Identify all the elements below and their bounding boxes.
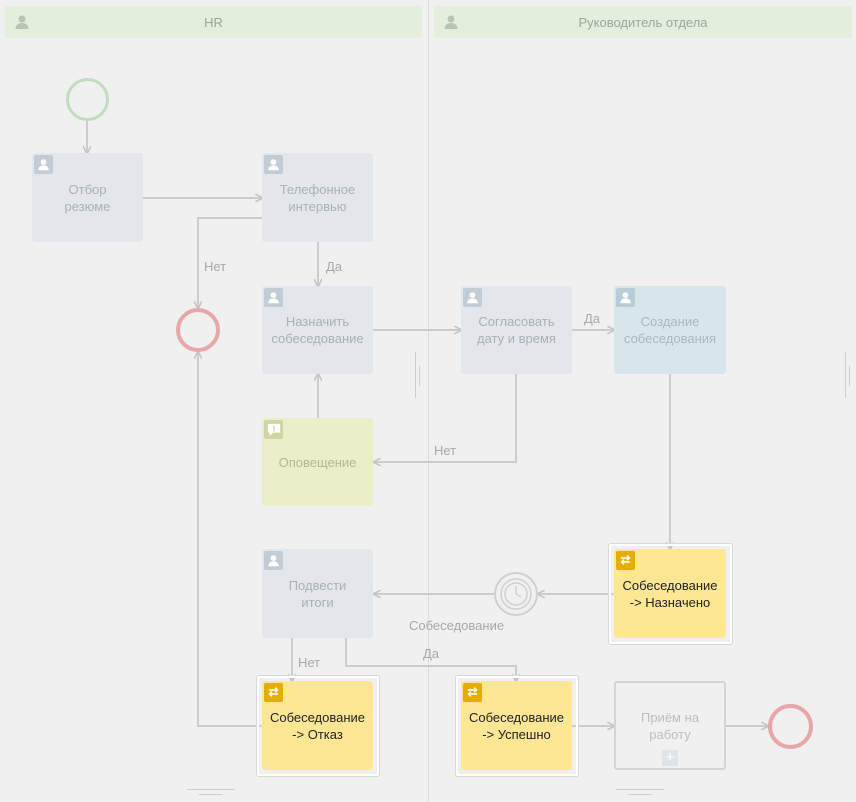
- task-resume[interactable]: Отбор резюме: [32, 153, 143, 242]
- user-icon: [34, 155, 53, 174]
- task-status-assigned[interactable]: ⇄ Собеседование -> Назначено: [614, 549, 726, 638]
- task-label: Согласовать дату и время: [477, 314, 556, 346]
- swap-icon: ⇄: [264, 683, 283, 702]
- end-event-hire[interactable]: [768, 704, 813, 749]
- task-label: Собеседование -> Успешно: [468, 709, 565, 742]
- subprocess-hire[interactable]: Приём на работу +: [614, 681, 726, 770]
- task-notification[interactable]: Оповещение: [262, 418, 373, 506]
- user-icon: [264, 155, 283, 174]
- task-label: Подвести итоги: [288, 577, 347, 610]
- lane-resize-handle[interactable]: [415, 352, 416, 398]
- flow-label-yes: Да: [423, 646, 440, 661]
- task-label: Собеседование -> Отказ: [269, 709, 366, 742]
- timer-label: Собеседование: [409, 618, 505, 633]
- swap-icon: ⇄: [616, 551, 635, 570]
- task-label: Телефонное интервью: [279, 181, 356, 214]
- lane-header-manager[interactable]: Руководитель отдела: [434, 6, 852, 38]
- alert-icon: [264, 420, 283, 439]
- end-event-reject[interactable]: [176, 308, 220, 352]
- selection-frame: [257, 676, 379, 776]
- task-label: Назначить собеседование: [271, 314, 364, 346]
- user-icon: [463, 288, 482, 307]
- lane-resize-handle[interactable]: [628, 794, 652, 795]
- flow-summary-success: [345, 638, 516, 681]
- lane-resize-handle[interactable]: [419, 366, 420, 386]
- clock-icon: [500, 578, 532, 610]
- task-label: Оповещение: [278, 454, 357, 470]
- task-phone-interview[interactable]: Телефонное интервью: [262, 153, 373, 242]
- flow-label-no: Нет: [434, 443, 457, 458]
- lane-resize-handle[interactable]: [199, 794, 223, 795]
- lane-resize-handle[interactable]: [616, 789, 664, 790]
- lane-title: HR: [204, 14, 223, 30]
- lane-resize-handle[interactable]: [187, 789, 235, 790]
- flow-label-yes: Да: [326, 259, 343, 274]
- flow-phone-end: [198, 217, 262, 308]
- task-assign-interview[interactable]: Назначить собеседование: [262, 286, 373, 374]
- timer-event[interactable]: [494, 572, 538, 616]
- user-icon: [15, 15, 29, 29]
- selection-frame: [456, 676, 578, 776]
- flow-agree-notify: [374, 374, 517, 462]
- user-icon: [444, 15, 458, 29]
- swap-icon: ⇄: [463, 683, 482, 702]
- task-summary[interactable]: Подвести итоги: [262, 549, 373, 638]
- task-label: Отбор резюме: [64, 181, 111, 214]
- lane-divider: [428, 0, 429, 802]
- lane-header-hr[interactable]: HR: [5, 6, 422, 38]
- plus-icon[interactable]: +: [662, 750, 678, 766]
- task-label: Приём на работу: [640, 709, 700, 742]
- lane-title: Руководитель отдела: [578, 14, 708, 30]
- flow-label-no: Нет: [298, 655, 321, 670]
- user-icon: [264, 288, 283, 307]
- task-label: Создание собеседования: [623, 314, 717, 346]
- flow-reject-end: [198, 352, 262, 727]
- flow-label-no: Нет: [204, 259, 227, 274]
- task-status-success[interactable]: ⇄ Собеседование -> Успешно: [461, 681, 572, 770]
- flow-label-yes: Да: [584, 311, 601, 326]
- selection-frame: [609, 544, 732, 644]
- task-label: Собеседование -> Назначено: [622, 577, 718, 610]
- user-icon: [616, 288, 635, 307]
- lane-resize-handle[interactable]: [849, 366, 850, 386]
- start-event[interactable]: [66, 78, 109, 121]
- user-icon: [264, 551, 283, 570]
- lane-resize-handle[interactable]: [845, 352, 846, 398]
- task-agree-datetime[interactable]: Согласовать дату и время: [461, 286, 572, 374]
- task-status-reject[interactable]: ⇄ Собеседование -> Отказ: [262, 681, 373, 770]
- task-create-interview[interactable]: Создание собеседования: [614, 286, 726, 374]
